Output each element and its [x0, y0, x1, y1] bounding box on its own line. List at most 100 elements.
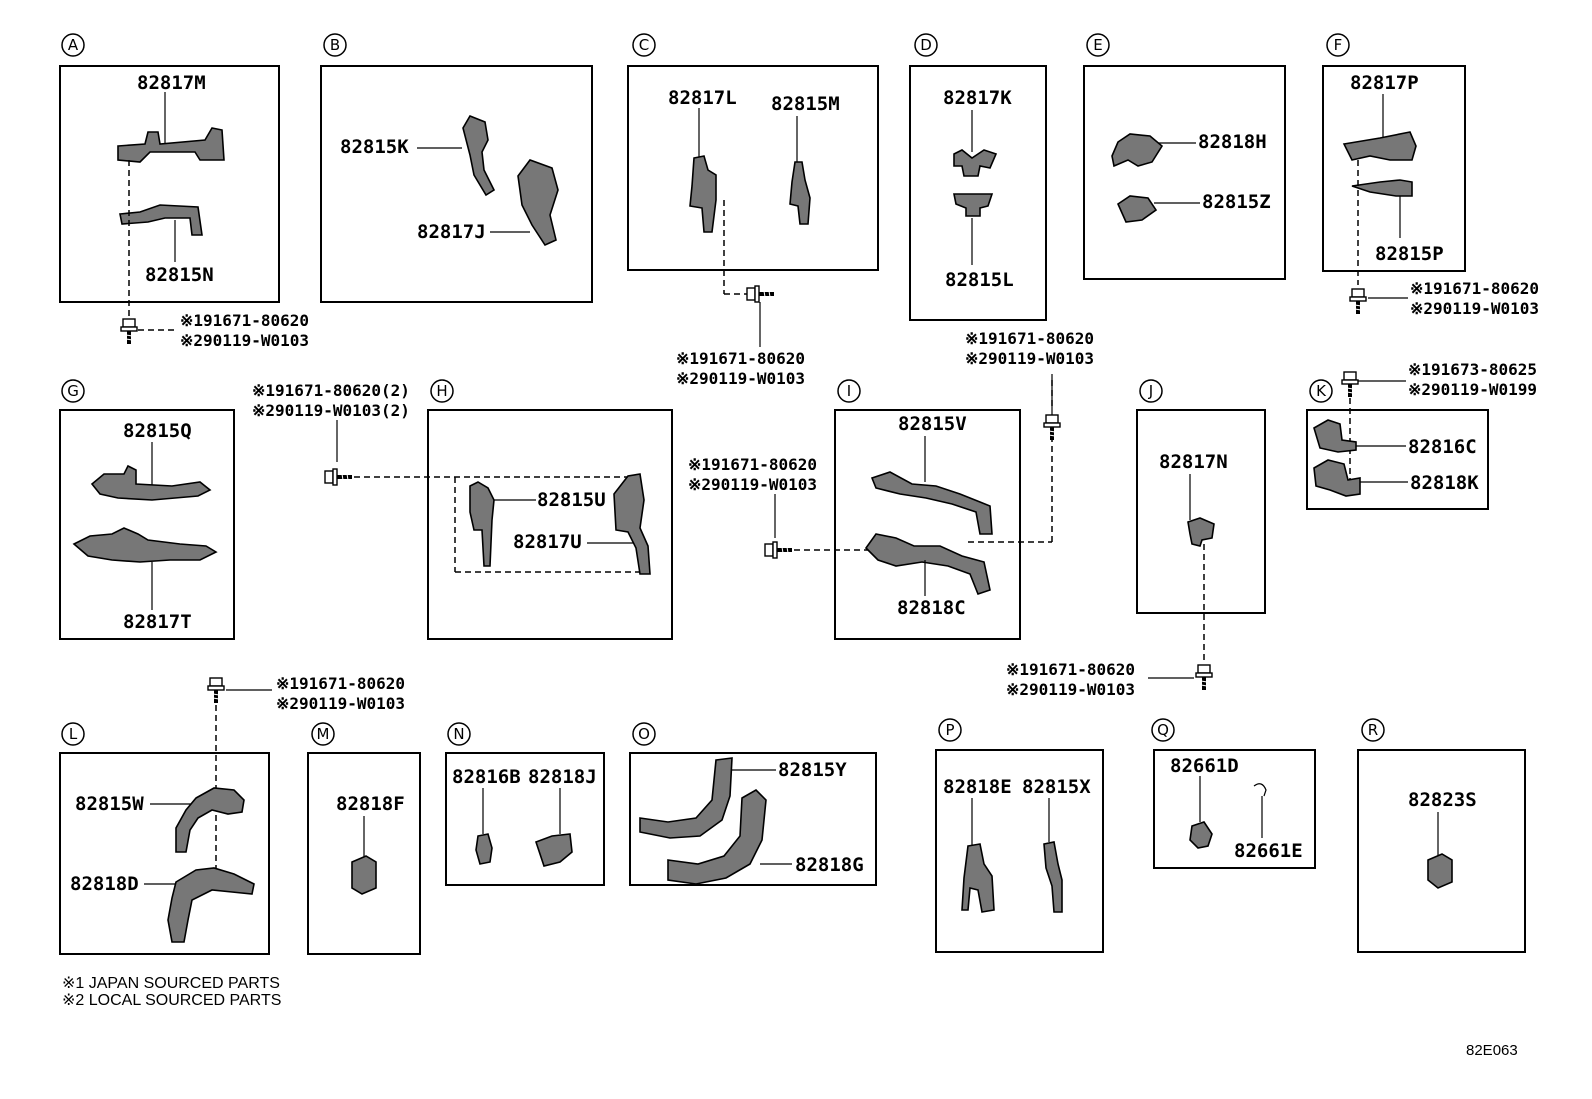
- fastener-l-1: ※191671-80620: [276, 674, 405, 693]
- svg-text:D: D: [920, 36, 932, 54]
- fastener-a-1: ※191671-80620: [180, 311, 309, 330]
- svg-text:M: M: [317, 725, 330, 743]
- svg-text:A: A: [68, 36, 79, 54]
- part-82815q: [90, 464, 212, 501]
- part-82815v: [870, 471, 993, 535]
- svg-text:N: N: [453, 725, 464, 743]
- part-label-82815z: 82815Z: [1202, 191, 1271, 213]
- section-o: O 82815Y 82818G: [629, 722, 877, 886]
- part-label-82815q: 82815Q: [123, 420, 192, 442]
- part-label-82816c: 82816C: [1408, 436, 1477, 458]
- bolt-icon: [1042, 413, 1062, 442]
- bolt-icon: [763, 540, 794, 560]
- part-label-82818c: 82818C: [897, 597, 966, 619]
- part-label-82815n: 82815N: [145, 264, 214, 286]
- part-label-82815u: 82815U: [537, 489, 606, 511]
- bolt-icon: [1194, 663, 1214, 692]
- bolt-icon: [1340, 370, 1360, 399]
- svg-text:L: L: [69, 725, 78, 743]
- svg-text:K: K: [1316, 382, 1327, 400]
- part-label-82817n: 82817N: [1159, 451, 1228, 473]
- section-box-h: [427, 409, 673, 640]
- section-label-d: D: [914, 33, 938, 57]
- section-p: P 82818E 82815X: [935, 718, 1104, 953]
- part-label-82817m: 82817M: [137, 72, 206, 94]
- part-82818e: [961, 843, 995, 913]
- svg-text:J: J: [1148, 382, 1153, 400]
- section-box-n: [445, 752, 605, 886]
- section-box-c: [627, 65, 879, 271]
- part-label-82815v: 82815V: [898, 413, 967, 435]
- part-label-82815x: 82815X: [1022, 776, 1091, 798]
- part-82815z: [1116, 195, 1158, 223]
- section-n: N 82816B 82818J: [445, 722, 605, 886]
- section-label-h: H: [430, 379, 454, 403]
- part-label-82818e: 82818E: [943, 776, 1012, 798]
- section-box-f: [1322, 65, 1466, 272]
- section-q: Q 82661D 82661E: [1151, 718, 1316, 869]
- section-box-i: [834, 409, 1021, 640]
- section-f: F 82817P 82815P ※191671-80620 ※290119-W0…: [1322, 33, 1539, 318]
- part-label-82817p: 82817P: [1350, 72, 1419, 94]
- section-label-p: P: [938, 718, 962, 742]
- part-label-82661e: 82661E: [1234, 840, 1303, 862]
- part-label-82818d: 82818D: [70, 873, 139, 895]
- bolt-icon: [119, 317, 139, 346]
- section-a: A 82817M 82815N ※191671-80620 ※290119-W0…: [59, 33, 309, 350]
- part-82818h: [1111, 133, 1164, 168]
- part-82817l: [689, 155, 717, 233]
- section-label-k: K: [1309, 379, 1333, 403]
- section-label-b: B: [323, 33, 347, 57]
- svg-text:B: B: [330, 36, 340, 54]
- section-i: ※191671-80620 ※290119-W0103 I 82815V 828…: [688, 329, 1094, 640]
- section-e: E 82818H 82815Z: [1083, 33, 1286, 280]
- svg-text:C: C: [639, 36, 649, 54]
- section-b: B 82815K 82817J: [320, 33, 593, 303]
- part-label-82817k: 82817K: [943, 87, 1012, 109]
- part-82815m: [789, 161, 811, 225]
- section-label-j: J: [1139, 379, 1163, 403]
- svg-text:E: E: [1093, 36, 1102, 54]
- section-r: R 82823S: [1357, 718, 1526, 953]
- section-label-i: I: [837, 379, 861, 403]
- part-label-82817j: 82817J: [417, 221, 486, 243]
- section-label-o: O: [632, 722, 656, 746]
- svg-text:G: G: [67, 382, 79, 400]
- part-label-82823s: 82823S: [1408, 789, 1477, 811]
- section-label-f: F: [1326, 33, 1350, 57]
- footnote-japan-sourced: ※1 JAPAN SOURCED PARTS: [62, 975, 280, 992]
- fastener-k-2: ※290119-W0199: [1408, 380, 1537, 399]
- svg-text:R: R: [1368, 721, 1378, 739]
- part-82817n: [1187, 517, 1215, 547]
- part-82818c: [864, 533, 991, 595]
- part-82817j: [517, 159, 559, 247]
- part-82661e: [1253, 783, 1267, 797]
- part-82815u: [469, 481, 495, 567]
- part-82817t: [72, 527, 218, 563]
- section-g: G 82815Q 82817T: [59, 379, 235, 640]
- part-82817m: [117, 127, 225, 163]
- section-box-p: [935, 749, 1104, 953]
- bolt-icon: [206, 676, 226, 705]
- part-label-82815k: 82815K: [340, 136, 409, 158]
- section-box-d: [909, 65, 1047, 321]
- part-82817p: [1342, 131, 1417, 161]
- part-label-82816b: 82816B: [452, 766, 521, 788]
- part-label-82818k: 82818K: [1410, 472, 1479, 494]
- section-box-e: [1083, 65, 1286, 280]
- fastener-j-2: ※290119-W0103: [1006, 680, 1135, 699]
- section-box-l: [59, 752, 270, 955]
- section-box-r: [1357, 749, 1526, 953]
- part-label-82818h: 82818H: [1198, 131, 1267, 153]
- section-j: J 82817N ※191671-80620 ※290119-W0103: [1006, 379, 1266, 699]
- part-82817k: [953, 149, 998, 177]
- part-82815y: [639, 757, 733, 839]
- diagram-reference-code: 82E063: [1466, 1042, 1518, 1059]
- footnote-local-sourced: ※2 LOCAL SOURCED PARTS: [62, 992, 281, 1009]
- part-82815n: [119, 204, 203, 236]
- fastener-i-2: ※290119-W0103: [688, 475, 817, 494]
- fastener-l-2: ※290119-W0103: [276, 694, 405, 713]
- part-82818g: [667, 789, 767, 885]
- part-82815w: [175, 787, 245, 853]
- bolt-icon: [1348, 287, 1368, 316]
